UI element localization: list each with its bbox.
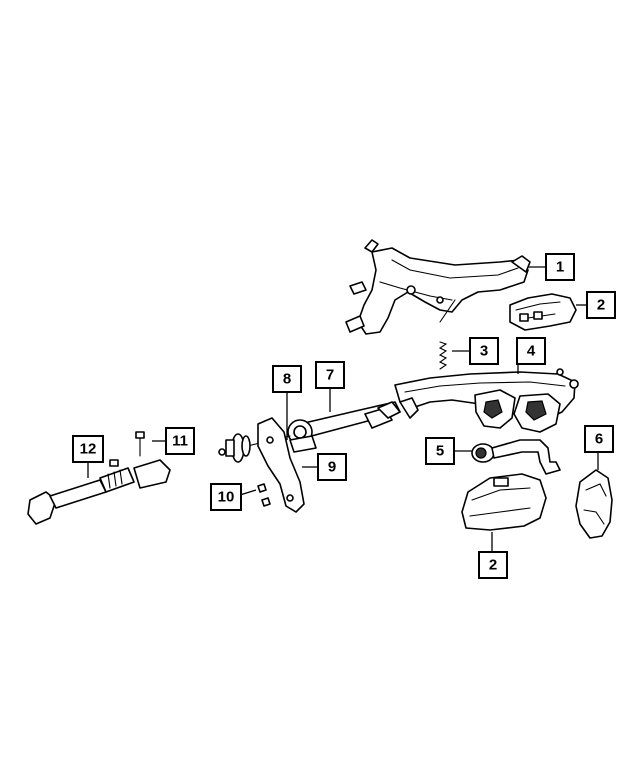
part-5-tilt-lever [471,439,561,475]
callout-label: 10 [218,489,235,506]
part-6-cover [575,469,613,539]
part-3-spring [438,341,448,370]
callout-label: 12 [80,441,97,458]
part-8-flange [218,433,291,463]
callout-label: 6 [595,431,603,448]
callout-label: 11 [172,433,188,450]
part-10-nuts [257,483,271,507]
callout-1: 1 [545,253,575,281]
callout-8: 8 [272,365,302,393]
callout-2-upper: 2 [586,291,616,319]
callout-11: 11 [165,427,195,455]
part-7-intermediate-shaft [287,401,401,453]
callout-6: 6 [584,425,614,453]
callout-9: 9 [317,453,347,481]
part-9-bracket-plate [257,417,305,513]
callout-3: 3 [469,337,499,365]
part-2-upper-shroud [509,293,577,331]
callout-label: 2 [489,557,497,574]
callout-label: 5 [436,443,444,460]
part-12-lower-shaft [27,459,171,525]
callout-5: 5 [425,437,455,465]
callout-label: 9 [328,459,336,476]
part-4-column-assembly [394,368,579,433]
leader-10 [239,489,257,496]
callout-label: 1 [556,259,564,276]
callout-label: 8 [283,371,291,388]
callout-12: 12 [72,435,104,463]
callout-label: 7 [326,367,334,384]
part-11-bolt [135,431,145,457]
callout-10: 10 [210,483,242,511]
callout-4: 4 [516,337,546,365]
callout-7: 7 [315,361,345,389]
part-1-support-bracket [345,239,531,335]
callout-label: 3 [480,343,488,360]
part-2-lower-shroud [461,473,547,531]
callout-2-lower: 2 [478,551,508,579]
callout-label: 2 [597,297,605,314]
callout-label: 4 [527,343,536,360]
